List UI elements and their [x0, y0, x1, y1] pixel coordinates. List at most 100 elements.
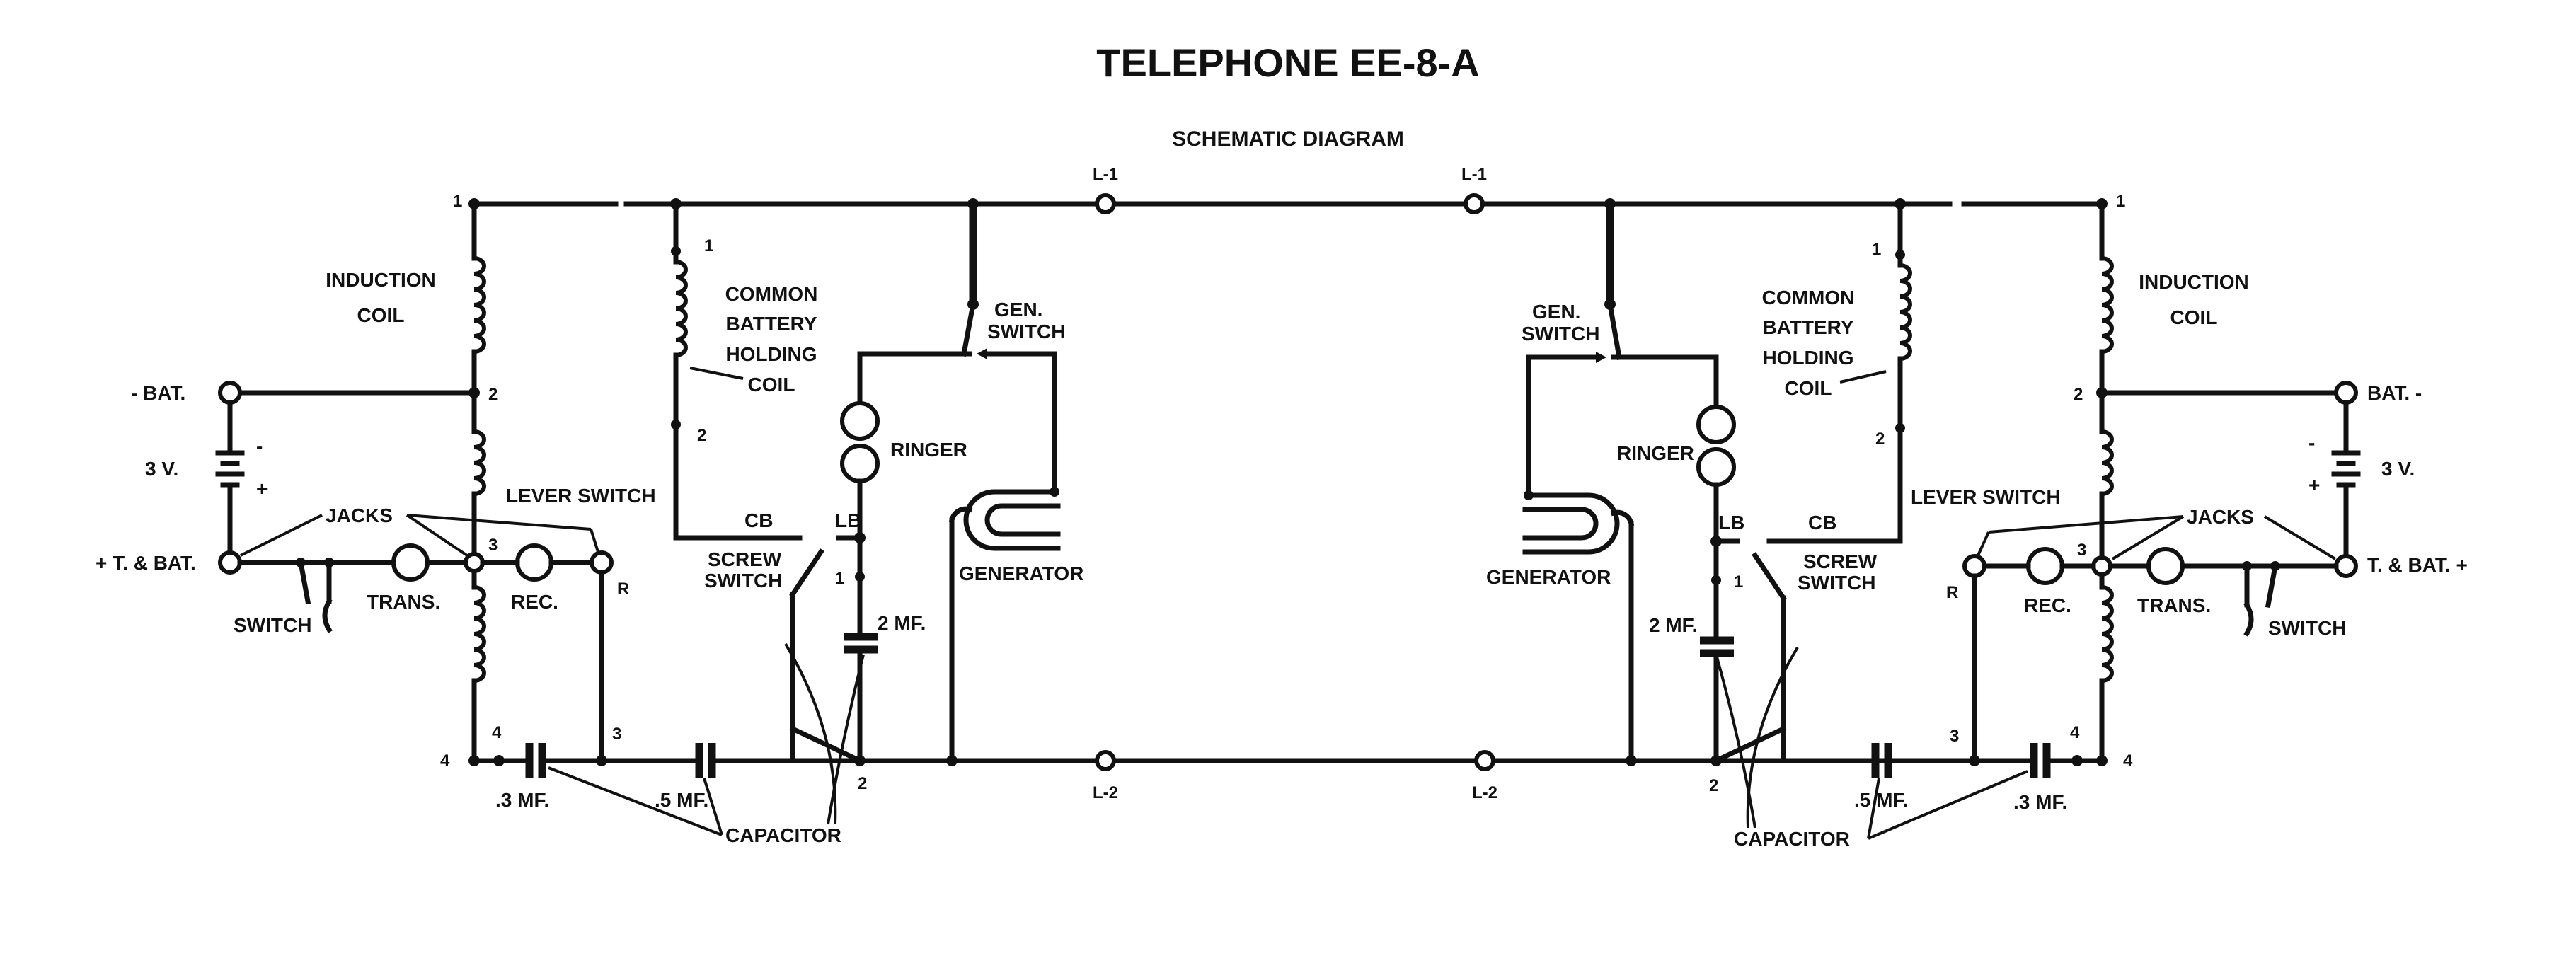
node-2-left: 2	[488, 385, 498, 404]
terminal-t-bat-right	[2334, 554, 2358, 578]
telephone-right: 1 2 3 4 4 INDUCTION COIL BAT. - 3 V. + -…	[1486, 192, 2468, 850]
node-4-right: 4	[2123, 751, 2133, 771]
node-3-right: 3	[2077, 541, 2086, 560]
holding-coil-label-right-4: COIL	[1785, 377, 1832, 399]
holding-coil-label-1: COMMON	[725, 283, 818, 305]
induction-coil-secondary	[474, 587, 484, 681]
line-wires	[471, 201, 2105, 763]
holding-coil-label-3: HOLDING	[725, 343, 817, 365]
jacks-label-left: JACKS	[326, 504, 393, 526]
terminal-bat-neg-right	[2334, 381, 2358, 405]
generator-right	[1522, 490, 1620, 555]
holding-coil-label-right-1: COMMON	[1762, 287, 1855, 308]
node-2b-left: 2	[858, 774, 867, 793]
diagram-title: TELEPHONE EE-8-A	[1096, 40, 1479, 85]
generator-label-right: GENERATOR	[1486, 566, 1611, 588]
line-terminals: L-1 L-1 L-2 L-2	[1093, 165, 1497, 802]
battery-minus-left: -	[256, 435, 263, 457]
generator-label-left: GENERATOR	[959, 563, 1083, 584]
label-l2-left: L-2	[1093, 783, 1118, 802]
induction-coil-mid	[474, 432, 484, 494]
cb-label-left: CB	[744, 509, 773, 531]
label-l1-right: L-1	[1461, 165, 1487, 184]
node-2b-right: 2	[1709, 776, 1718, 795]
trans-label-left: TRANS.	[367, 591, 440, 613]
ringer-coil-2-right	[1696, 447, 1736, 487]
node-1-left: 1	[453, 192, 462, 211]
induction-coil-label-2: COIL	[357, 304, 405, 326]
battery-plus-left: +	[256, 478, 268, 500]
gen-switch-label-right-2: SWITCH	[1522, 323, 1599, 345]
rec-label-right: REC.	[2024, 594, 2071, 616]
terminal-l2-right	[1474, 750, 1495, 771]
terminal-r-right	[1962, 554, 1986, 578]
gen-switch-label-left-2: SWITCH	[987, 321, 1065, 342]
node-4b-right: 4	[2070, 723, 2080, 742]
ringer-label-left: RINGER	[890, 439, 967, 461]
induction-coil-label-right-1: INDUCTION	[2139, 271, 2249, 293]
induction-coil-mid-right	[2102, 432, 2112, 494]
holding-coil-left	[676, 262, 686, 355]
node-3-left: 3	[488, 536, 498, 555]
battery-left	[212, 429, 248, 509]
cap-5mf-label-right: .5 MF.	[1854, 789, 1908, 811]
holding-node-2-right: 2	[1875, 429, 1885, 449]
t-bat-label-right: T. & BAT. +	[2367, 554, 2468, 576]
induction-coil-secondary-right	[2102, 587, 2112, 681]
node-3b-right: 3	[1950, 727, 1959, 746]
r-label-left: R	[617, 579, 629, 599]
node-2-right: 2	[2074, 385, 2083, 404]
terminal-l1-right	[1464, 193, 1485, 214]
cap-3mf-label-left: .3 MF.	[495, 789, 549, 811]
switch-label-right: SWITCH	[2268, 617, 2346, 639]
bat-neg-label-left: - BAT.	[131, 382, 185, 404]
holding-coil-label-2: BATTERY	[725, 313, 817, 335]
battery-plus-right: +	[2308, 474, 2320, 496]
battery-minus-right: -	[2308, 432, 2315, 454]
ringer-coil-1-left	[840, 401, 880, 441]
terminal-r-left	[590, 550, 614, 575]
t-bat-label-left: + T. & BAT.	[96, 552, 196, 574]
terminal-t-bat-left	[218, 550, 242, 575]
gen-switch-label-right-1: GEN.	[1532, 301, 1580, 323]
terminal-l2-left	[1095, 750, 1116, 771]
transmitter-left	[391, 543, 430, 582]
holding-coil-label-right-2: BATTERY	[1762, 316, 1853, 338]
switch-label-left: SWITCH	[234, 614, 311, 636]
receiver-right	[2026, 547, 2064, 585]
ringer-node-1-right: 1	[1734, 572, 1743, 592]
induction-coil-primary	[474, 258, 484, 352]
jacks-label-right: JACKS	[2187, 506, 2254, 528]
capacitor-label-left: CAPACITOR	[725, 824, 841, 846]
lever-switch-label-right: LEVER SWITCH	[1911, 486, 2061, 508]
battery-volts-right: 3 V.	[2381, 458, 2415, 480]
node-3b-left: 3	[612, 725, 621, 744]
holding-node-1-left: 1	[704, 236, 713, 255]
trans-label-right: TRANS.	[2137, 594, 2211, 616]
cap-5mf-label-left: .5 MF.	[655, 789, 708, 811]
ringer-coil-1-right	[1696, 405, 1736, 444]
screw-switch-label-right-2: SWITCH	[1798, 572, 1875, 594]
screw-switch-label-left-2: SWITCH	[704, 570, 782, 592]
screw-switch-label-left-1: SCREW	[708, 548, 782, 570]
lb-label-left: LB	[835, 509, 861, 531]
receiver-left	[515, 543, 553, 582]
node-4-left: 4	[440, 751, 450, 771]
bat-neg-label-right: BAT. -	[2367, 382, 2422, 404]
ringer-coil-2-left	[840, 444, 880, 483]
label-l1-left: L-1	[1093, 165, 1118, 184]
capacitor-label-right: CAPACITOR	[1734, 828, 1850, 850]
terminal-bat-neg-left	[218, 381, 242, 405]
telephone-left: 1 2 3 4 4 INDUCTION COIL - BAT. 3 V. + -…	[96, 192, 1083, 846]
ringer-label-right: RINGER	[1617, 442, 1694, 464]
cap-3mf-label-right: .3 MF.	[2013, 791, 2067, 813]
node-1-right: 1	[2116, 192, 2125, 211]
transmitter-right	[2146, 547, 2185, 585]
holding-coil-label-right-3: HOLDING	[1762, 347, 1853, 369]
cap-2mf-label-right: 2 MF.	[1649, 614, 1697, 636]
diagram-subtitle: SCHEMATIC DIAGRAM	[1172, 127, 1404, 151]
gen-switch-label-left-1: GEN.	[994, 299, 1042, 321]
label-l2-right: L-2	[1472, 783, 1497, 802]
ringer-node-1-left: 1	[835, 569, 844, 588]
